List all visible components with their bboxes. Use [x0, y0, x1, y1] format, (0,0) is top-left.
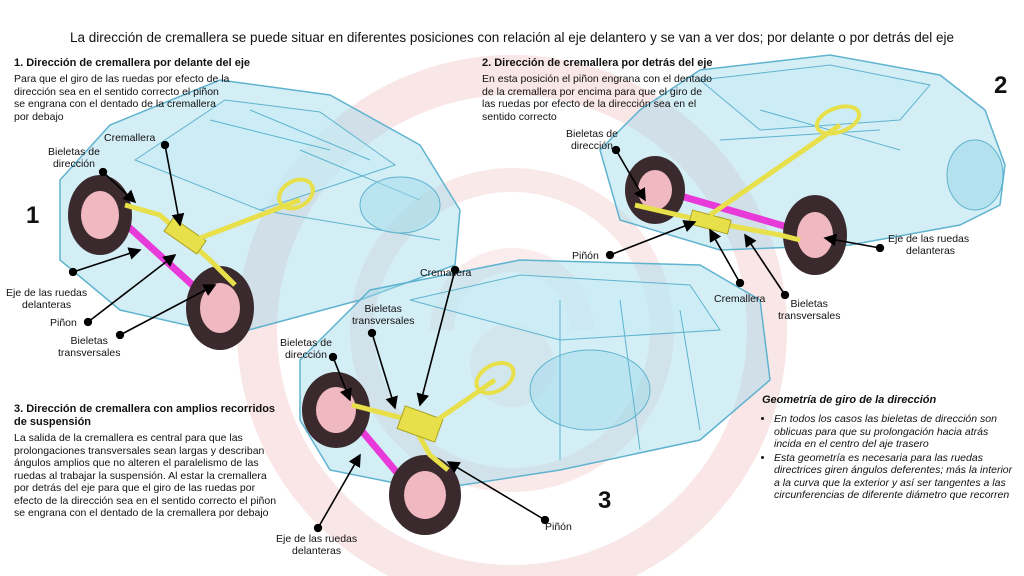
section-1-line: dirección sea en el sentido correcto el … — [14, 85, 219, 98]
section-2-line: En esta posición el piñon engrana con el… — [482, 73, 713, 85]
section-2-body: En esta posición el piñon engrana con el… — [482, 73, 752, 123]
figure-number-1: 1 — [26, 202, 40, 229]
section-3-line: ángulos amplios que no alteren el parale… — [14, 457, 259, 469]
section-3-line: ruedas al trabajar la suspensión. Al est… — [14, 469, 267, 482]
section-3-line: La salida de la cremallera es central pa… — [14, 432, 243, 444]
section-3-heading: 3. Dirección de cremallera con amplios r… — [14, 403, 276, 428]
geometry-bullet: En todos los casos las bieletas de direc… — [774, 413, 1016, 451]
label-pinon-3: Piñón — [545, 521, 572, 533]
geometry-note: Geometría de giro de la dirección En tod… — [762, 394, 1016, 503]
section-2-line: las ruedas por efecto de la dirección se… — [482, 98, 697, 110]
car-3-illustration — [299, 259, 771, 491]
section-2-line: sentido correcto — [482, 110, 557, 123]
section-3-line: por detrás del eje para que el giro de l… — [14, 482, 256, 494]
figure-number-3: 3 — [598, 487, 612, 514]
section-3-line: efecto de la dirección sea en el sentido… — [14, 494, 277, 507]
section-1-line: Para que el giro de las ruedas por efect… — [14, 73, 230, 85]
section-1-line: por debajo — [14, 110, 64, 123]
geometry-heading: Geometría de giro de la dirección — [762, 394, 937, 406]
geometry-bullet: Esta geometría es necesaria para las rue… — [774, 452, 1016, 502]
section-1-text: 1. Dirección de cremallera por delante d… — [14, 57, 264, 123]
label-cremallera-1: Cremallera — [104, 132, 156, 144]
section-1-body: Para que el giro de las ruedas por efect… — [14, 73, 264, 123]
section-1-line: se engrana con el dentado de la cremalle… — [14, 98, 216, 110]
section-2-text: 2. Dirección de cremallera por detrás de… — [482, 57, 752, 123]
label-pinon-1: Piñon — [50, 317, 77, 329]
label-pinon-2: Piñón — [572, 250, 599, 262]
section-3-body: La salida de la cremallera es central pa… — [14, 432, 284, 520]
section-3-text: 3. Dirección de cremallera con amplios r… — [14, 403, 284, 520]
geometry-list: En todos los casos las bieletas de direc… — [762, 413, 1016, 502]
callout-lines — [68, 140, 885, 533]
section-1-heading: 1. Dirección de cremallera por delante d… — [14, 57, 250, 69]
section-2-line: de la cremallera por encima para que el … — [482, 85, 703, 98]
figure-number-2: 2 — [994, 72, 1008, 99]
label-cremallera-2: Cremallera — [714, 293, 766, 305]
car-3-steering — [302, 360, 516, 535]
label-cremallera-3: Cremallera — [420, 267, 472, 279]
section-3-line: prolongaciones transversales sean largas… — [14, 444, 265, 457]
page-title: La dirección de cremallera se puede situ… — [69, 30, 955, 45]
section-3-line: se engrana con el dentado de la cremalle… — [14, 507, 269, 519]
section-2-heading: 2. Dirección de cremallera por detrás de… — [482, 57, 713, 69]
